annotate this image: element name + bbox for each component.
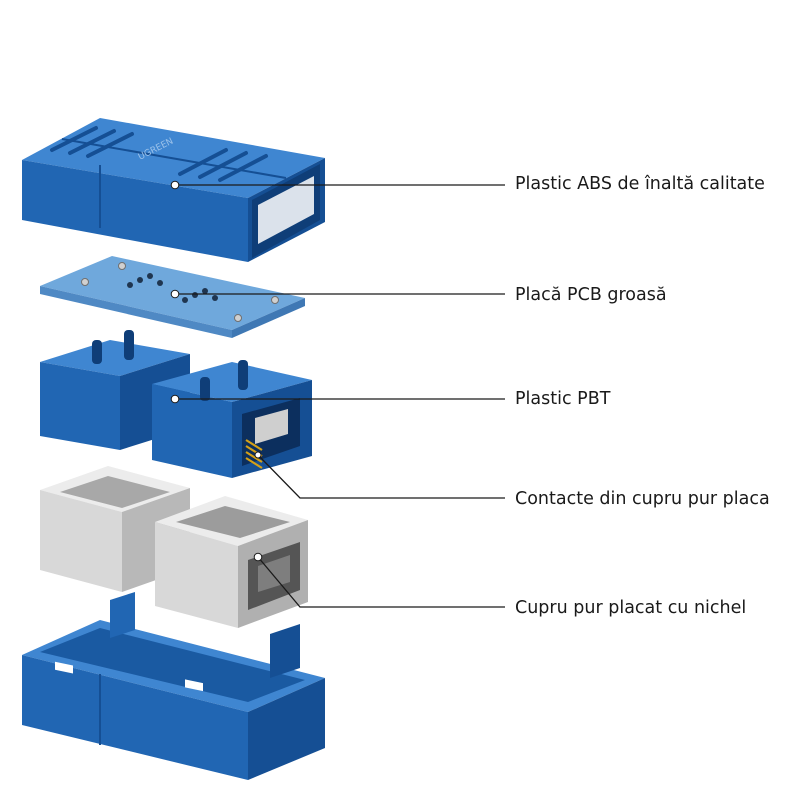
callout-label-abs: Plastic ABS de înaltă calitate <box>515 174 765 194</box>
callout-dot <box>170 180 180 190</box>
bottom-shell-icon <box>22 592 325 780</box>
leader-lines <box>175 184 505 608</box>
callout-label-contacts: Contacte din cupru pur placa <box>515 489 770 509</box>
callout-dot <box>254 451 262 459</box>
callout-dot <box>170 394 180 404</box>
leader-line-contacts <box>257 454 505 499</box>
leader-line-nickel <box>257 556 505 608</box>
callout-dot <box>253 552 263 562</box>
callout-dots <box>170 180 263 562</box>
callout-label-nickel: Cupru pur placat cu nichel <box>515 598 747 618</box>
callout-label-pbt: Plastic PBT <box>515 389 611 409</box>
pbt-jack-block-icon <box>40 330 312 478</box>
callout-label-pcb: Placă PCB groasă <box>515 285 667 305</box>
top-shell-icon: UGREEN <box>22 118 325 262</box>
callout-dot <box>170 289 180 299</box>
nickel-shield-icon <box>40 466 308 628</box>
